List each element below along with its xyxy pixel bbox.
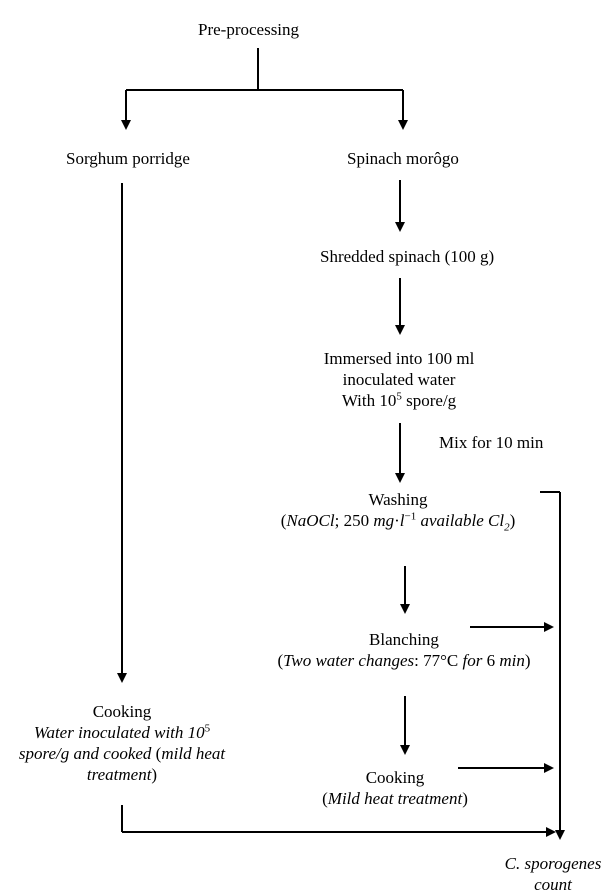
- cooking-left-line3: spore/g and cooked (mild heat: [18, 744, 226, 763]
- shredded-spinach-label: Shredded spinach (100 g): [320, 247, 495, 266]
- result-node: C. sporogenes count: [497, 853, 609, 895]
- pre-processing-node: Pre-processing: [198, 19, 299, 40]
- immersed-line3: With 105 spore/g: [341, 390, 457, 410]
- immersed-line2: inoculated water: [342, 370, 456, 389]
- sorghum-porridge-node: Sorghum porridge: [66, 148, 190, 169]
- mix-label-text: Mix for 10 min: [439, 433, 544, 452]
- blanching-detail: (Two water changes: 77°C for 6 min): [277, 651, 531, 670]
- cooking-right-detail: (Mild heat treatment): [322, 789, 468, 808]
- blanching-node: Blanching (Two water changes: 77°C for 6…: [255, 629, 553, 671]
- mix-label: Mix for 10 min: [439, 432, 543, 453]
- spinach-morogo-label: Spinach morôgo: [347, 149, 459, 168]
- immersed-node: Immersed into 100 ml inoculated water Wi…: [318, 348, 480, 411]
- result-organism: C. sporogenes: [504, 854, 602, 873]
- washing-title: Washing: [368, 490, 428, 509]
- cooking-left-line4: treatment): [86, 765, 158, 784]
- washing-node: Washing (NaOCl; 250 mg·l−1 available Cl2…: [250, 489, 546, 534]
- sorghum-porridge-label: Sorghum porridge: [66, 149, 190, 168]
- blanching-title: Blanching: [369, 630, 439, 649]
- washing-detail: (NaOCl; 250 mg·l−1 available Cl2): [280, 510, 516, 534]
- cooking-right-node: Cooking (Mild heat treatment): [306, 767, 484, 809]
- cooking-left-node: Cooking Water inoculated with 105 spore/…: [2, 701, 242, 785]
- pre-processing-label: Pre-processing: [198, 20, 300, 39]
- result-count: count: [534, 875, 572, 894]
- cooking-right-title: Cooking: [365, 768, 425, 787]
- cooking-left-title: Cooking: [92, 702, 152, 721]
- cooking-left-line2: Water inoculated with 105: [33, 722, 211, 742]
- immersed-line1: Immersed into 100 ml: [323, 349, 475, 368]
- shredded-spinach-node: Shredded spinach (100 g): [320, 246, 494, 267]
- spinach-morogo-node: Spinach morôgo: [347, 148, 459, 169]
